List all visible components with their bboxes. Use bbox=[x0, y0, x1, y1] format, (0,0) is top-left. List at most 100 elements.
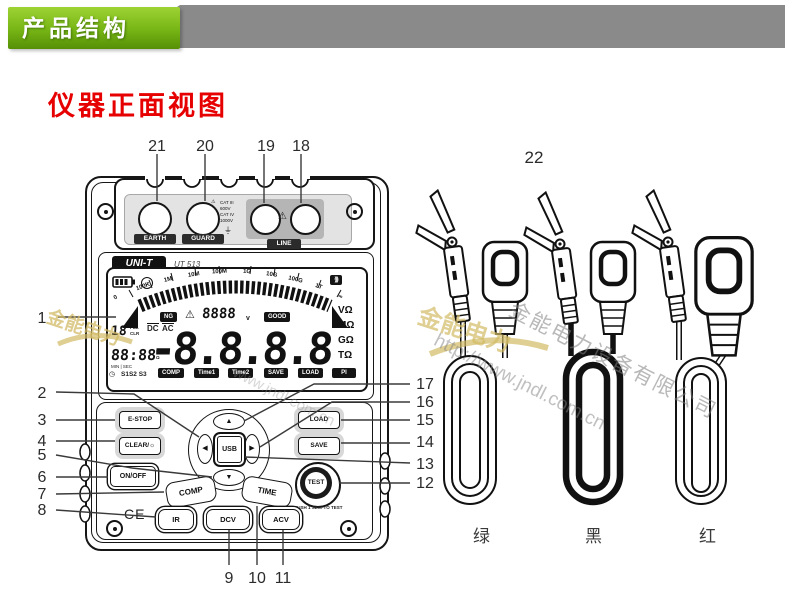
lcd-unit: MΩ bbox=[338, 320, 355, 331]
load-button: LOAD bbox=[298, 411, 340, 429]
callout-22: 22 bbox=[524, 148, 544, 167]
screw bbox=[340, 520, 357, 537]
mode-badge-comp: COMP bbox=[158, 368, 184, 378]
banner-title: 产品结构 bbox=[22, 15, 130, 41]
callout-8: 8 bbox=[37, 502, 47, 519]
test-button-label: TEST bbox=[305, 472, 327, 494]
earth-label: EARTH bbox=[134, 234, 176, 244]
screw bbox=[106, 520, 123, 537]
callout-7: 7 bbox=[37, 486, 47, 503]
test-button: TEST bbox=[295, 462, 341, 508]
cat-rating-line: CAT III bbox=[220, 200, 234, 205]
coiled-cable bbox=[443, 355, 497, 505]
ng-indicator: NG bbox=[160, 312, 177, 322]
cat-rating-line: 1000V bbox=[220, 218, 234, 223]
screw bbox=[346, 203, 363, 220]
callout-14: 14 bbox=[416, 434, 434, 451]
callout-19: 19 bbox=[257, 138, 275, 155]
watermark-url: http://www.jndl.com.cn bbox=[430, 330, 609, 435]
lcd-unit: TΩ bbox=[338, 350, 353, 361]
dcv-button: DCV bbox=[206, 509, 250, 530]
probe-plug-icon bbox=[591, 242, 635, 334]
cable-set-black bbox=[517, 189, 635, 506]
callout-3: 3 bbox=[37, 412, 47, 429]
callout-21: 21 bbox=[148, 138, 166, 155]
callout-1: 1 bbox=[37, 310, 47, 327]
lcd-section-frame bbox=[98, 252, 374, 400]
callout-16: 16 bbox=[416, 394, 434, 411]
ac-flag: AC bbox=[162, 323, 174, 333]
cat-rating-line: CAT IV bbox=[220, 212, 235, 217]
callout-6: 6 bbox=[37, 469, 47, 486]
callout-18: 18 bbox=[292, 138, 310, 155]
dc-flag: DC bbox=[147, 323, 159, 333]
section-title: 仪器正面视图 bbox=[48, 91, 228, 121]
lcd-scale-label: 1G bbox=[242, 268, 252, 276]
timer-unit-bottom: Ω bbox=[156, 355, 160, 360]
guard-label: GUARD bbox=[182, 234, 224, 244]
line-terminal-right bbox=[290, 204, 321, 235]
callout-9: 9 bbox=[224, 570, 234, 587]
secondary-digits: 8888 bbox=[201, 306, 237, 322]
mode-badge-load: LOAD bbox=[298, 368, 323, 378]
ful-flag: FUL bbox=[130, 325, 139, 330]
save-button: SAVE bbox=[298, 437, 340, 455]
cat-warning-icon: ⚠ bbox=[211, 199, 216, 205]
callout-4: 4 bbox=[37, 433, 47, 450]
polarity-arrow-icon: → bbox=[141, 277, 153, 289]
s-markers: S1S2 S3 bbox=[121, 371, 147, 378]
alligator-clip-icon bbox=[517, 189, 582, 329]
line-label: LINE bbox=[267, 239, 301, 249]
lcd-unit: VΩ bbox=[338, 305, 353, 316]
up-arrow-button: ▲ bbox=[213, 413, 245, 430]
good-indicator: GOOD bbox=[264, 312, 291, 322]
on-off-button: ON/OFF bbox=[110, 466, 156, 487]
clear-button: CLEAR/☼ bbox=[119, 437, 161, 455]
alligator-clip-icon bbox=[409, 187, 474, 327]
lcd-warning-icon: ⚠ bbox=[185, 309, 195, 321]
right-arrow-button: ▶ bbox=[244, 434, 260, 464]
acv-button: ACV bbox=[262, 509, 300, 530]
callout-15: 15 bbox=[416, 412, 434, 429]
warning-triangle-icon: ⚠ bbox=[278, 211, 287, 222]
coiled-cable bbox=[675, 357, 727, 505]
coiled-cable bbox=[562, 348, 624, 506]
timer-digits: 88:88 bbox=[110, 346, 157, 364]
callout-17: 17 bbox=[416, 376, 434, 393]
ground-icon: ⏚ bbox=[224, 226, 232, 235]
mode-badge-save: SAVE bbox=[264, 368, 288, 378]
left-arrow-button: ◀ bbox=[197, 434, 213, 464]
callout-10: 10 bbox=[248, 570, 266, 587]
battery-icon bbox=[112, 276, 135, 288]
lcd-unit: GΩ bbox=[338, 335, 354, 346]
usb-button: USB bbox=[213, 432, 246, 467]
header-banner: 产品结构 bbox=[8, 7, 180, 49]
probe-plug-icon bbox=[696, 238, 752, 356]
nav-pad bbox=[188, 409, 270, 491]
mode-badge-time1: Time1 bbox=[194, 368, 220, 378]
model-number: UT 513 bbox=[174, 260, 201, 269]
callout-20: 20 bbox=[196, 138, 214, 155]
callout-11: 11 bbox=[274, 570, 292, 587]
callout-13: 13 bbox=[416, 456, 434, 473]
callout-12: 12 bbox=[416, 475, 434, 492]
e-stop-button: E-STOP bbox=[119, 411, 161, 429]
down-arrow-button: ▼ bbox=[213, 469, 245, 486]
secondary-unit: v bbox=[246, 315, 250, 322]
mode-badge-time2: Time2 bbox=[228, 368, 254, 378]
speaker-icon: ∙))) bbox=[330, 275, 342, 285]
cable-label-black: 黑 bbox=[585, 527, 602, 547]
guard-terminal bbox=[186, 202, 220, 236]
cat-rating-line: 600V bbox=[220, 206, 231, 211]
screw bbox=[97, 203, 114, 220]
hold-digits: 18 bbox=[110, 324, 128, 339]
cable-label-red: 红 bbox=[699, 527, 716, 547]
callout-5: 5 bbox=[37, 447, 47, 464]
clr-flag: CLR bbox=[130, 331, 140, 336]
header-gray-bar bbox=[148, 5, 785, 48]
cable-set-red bbox=[625, 187, 752, 505]
watermark-logo: 金能电力 bbox=[414, 302, 515, 359]
callout-2: 2 bbox=[37, 385, 47, 402]
line-terminal-left bbox=[250, 204, 281, 235]
